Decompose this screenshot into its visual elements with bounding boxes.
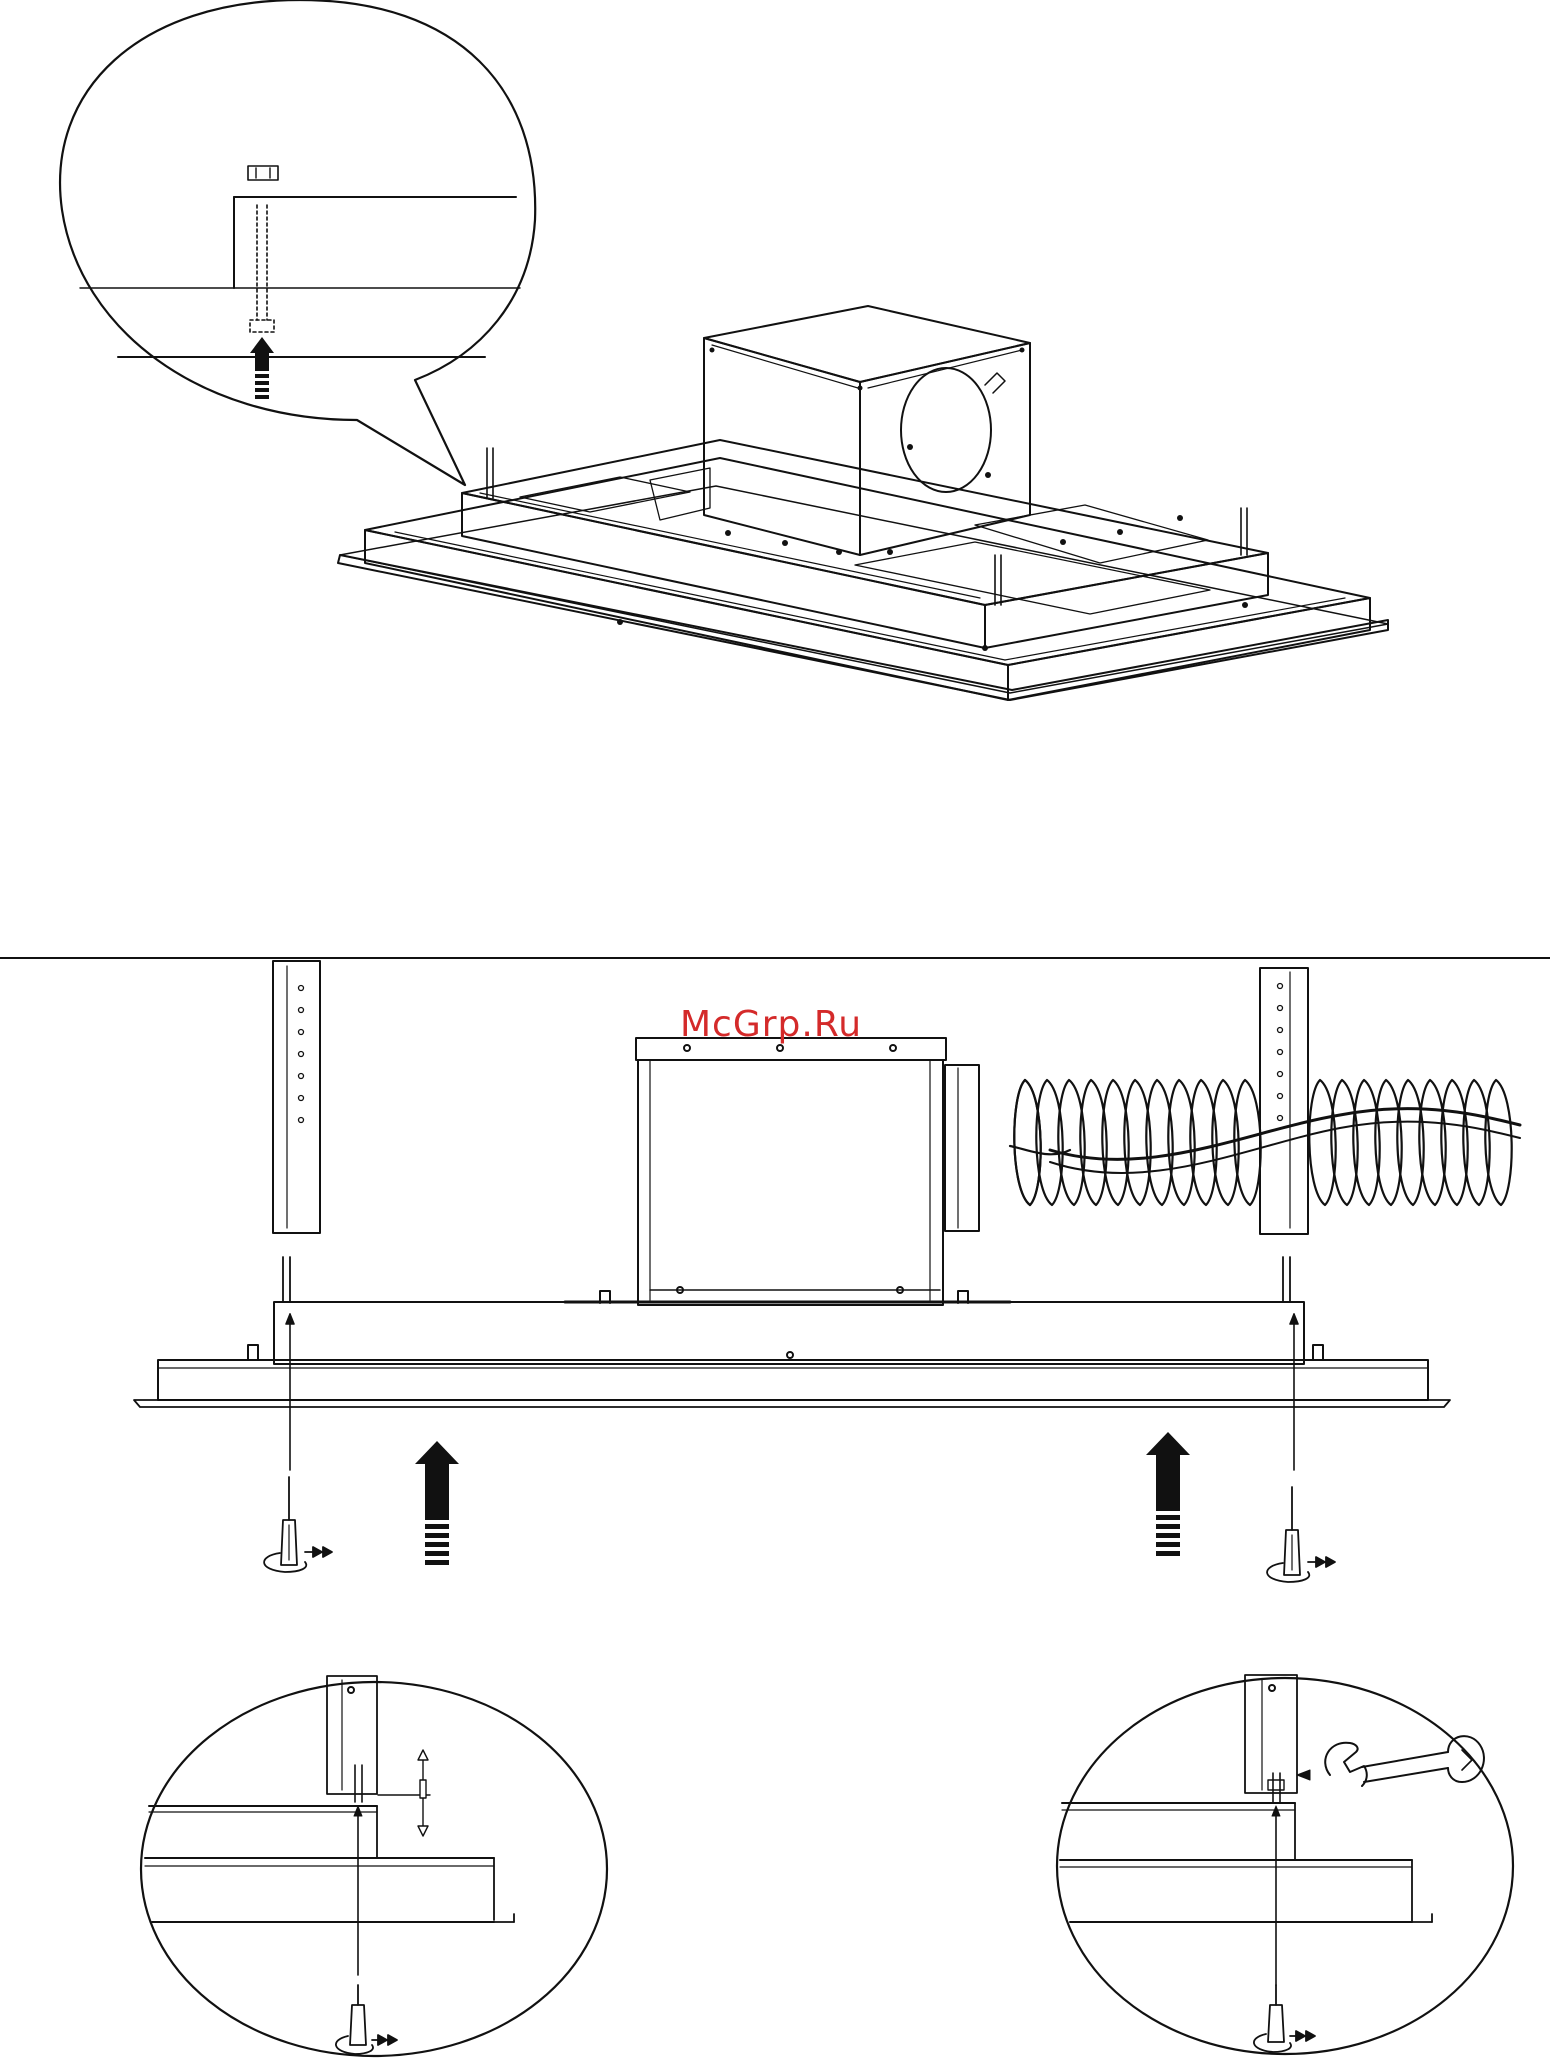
upward-arrow-icon	[1146, 1432, 1190, 1556]
left-mounting-bracket	[273, 961, 320, 1233]
mounting-screw-detail-callout	[60, 0, 626, 490]
upward-arrow-icon	[250, 337, 274, 399]
wrench-icon	[1325, 1736, 1484, 1786]
screwdriver-icon	[264, 1477, 332, 1572]
motor-housing	[636, 1038, 979, 1305]
bolt-tightening-detail	[1057, 1675, 1513, 2054]
height-adjustment-detail	[141, 1676, 607, 2056]
flexible-duct-hose	[1010, 1080, 1520, 1205]
double-headed-arrow-icon	[418, 1750, 428, 1836]
right-mounting-bracket	[1260, 968, 1308, 1234]
screwdriver-icon	[1267, 1487, 1335, 1582]
screwdriver-icon	[336, 1985, 397, 2054]
hood-front-installation-view	[0, 958, 1550, 1582]
screwdriver-icon	[1254, 1985, 1315, 2052]
watermark-text: McGrp.Ru	[680, 1004, 862, 1045]
upward-arrow-icon	[415, 1441, 459, 1565]
